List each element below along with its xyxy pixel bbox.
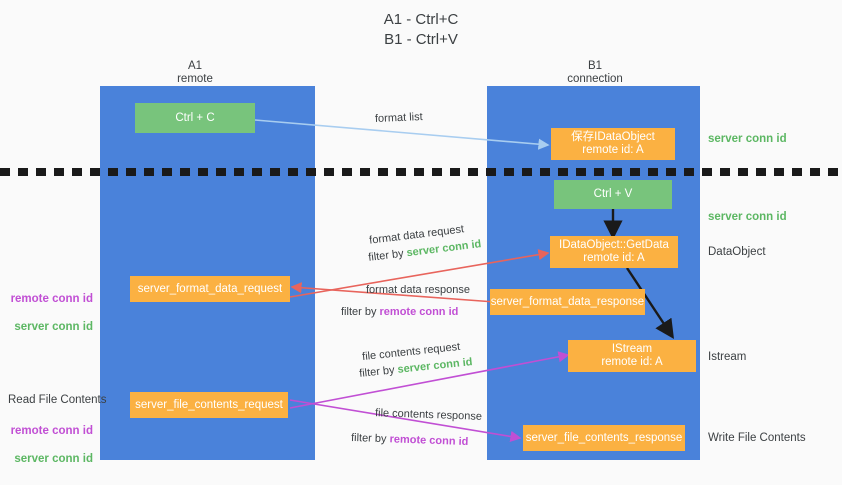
label-dataobject: DataObject [708,246,766,258]
label-server-conn-id-mid: server conn id [708,211,787,223]
label-remote-conn-id-format: remote conn id [10,293,93,305]
edge-filter-value-fcres: remote conn id [389,433,469,449]
box-save-idataobject[interactable]: 保存IDataObject remote id: A [551,128,675,160]
panel-header-b1: B1 connection [567,60,623,85]
box-idataobject-getdata[interactable]: IDataObject::GetData remote id: A [550,236,678,268]
box-server-file-contents-request[interactable]: server_file_contents_request [130,392,288,418]
label-server-conn-id-file: server conn id [14,453,93,465]
box-istream[interactable]: IStream remote id: A [568,340,696,372]
edge-text-format-data-response: format data response [366,284,470,296]
edge-filter-prefix-fdreq: filter by [367,247,408,264]
box-server-format-data-request[interactable]: server_format_data_request [130,276,290,302]
edge-label-file-contents-response-filter: filter by remote conn id [351,432,469,449]
edge-text-fcres: file contents response [374,407,483,423]
label-file-conn-ids: remote conn id server conn id [0,410,93,480]
edge-filter-prefix-fcreq: filter by [358,363,399,380]
box-ctrl-c[interactable]: Ctrl + C [135,103,255,133]
label-format-conn-ids: remote conn id server conn id [0,278,93,348]
label-server-conn-id-top: server conn id [708,133,787,145]
box-server-format-data-response[interactable]: server_format_data_response [490,289,645,315]
edge-filter-prefix-fdres: filter by [341,306,380,318]
box-server-file-contents-response[interactable]: server_file_contents_response [523,425,685,451]
edge-filter-value-fdres: remote conn id [379,306,459,318]
edge-label-format-data-response-filter: filter by remote conn id [341,306,458,319]
label-write-file-contents: Write File Contents [708,432,806,444]
edge-label-format-data-response: format data response [366,284,470,297]
label-remote-conn-id-file: remote conn id [10,425,93,437]
label-istream: Istream [708,351,747,363]
box-ctrl-v[interactable]: Ctrl + V [554,180,672,209]
label-read-file-contents: Read File Contents [8,394,107,406]
divider-dashed-line [0,168,842,176]
page-title: A1 - Ctrl+C B1 - Ctrl+V [383,11,459,48]
edge-label-format-list: format list [374,110,423,126]
label-server-conn-id-format: server conn id [14,321,93,333]
panel-header-a1: A1 remote [177,60,213,85]
edge-label-file-contents-response: file contents response [375,407,482,424]
edge-filter-prefix-fcres: filter by [350,431,390,446]
